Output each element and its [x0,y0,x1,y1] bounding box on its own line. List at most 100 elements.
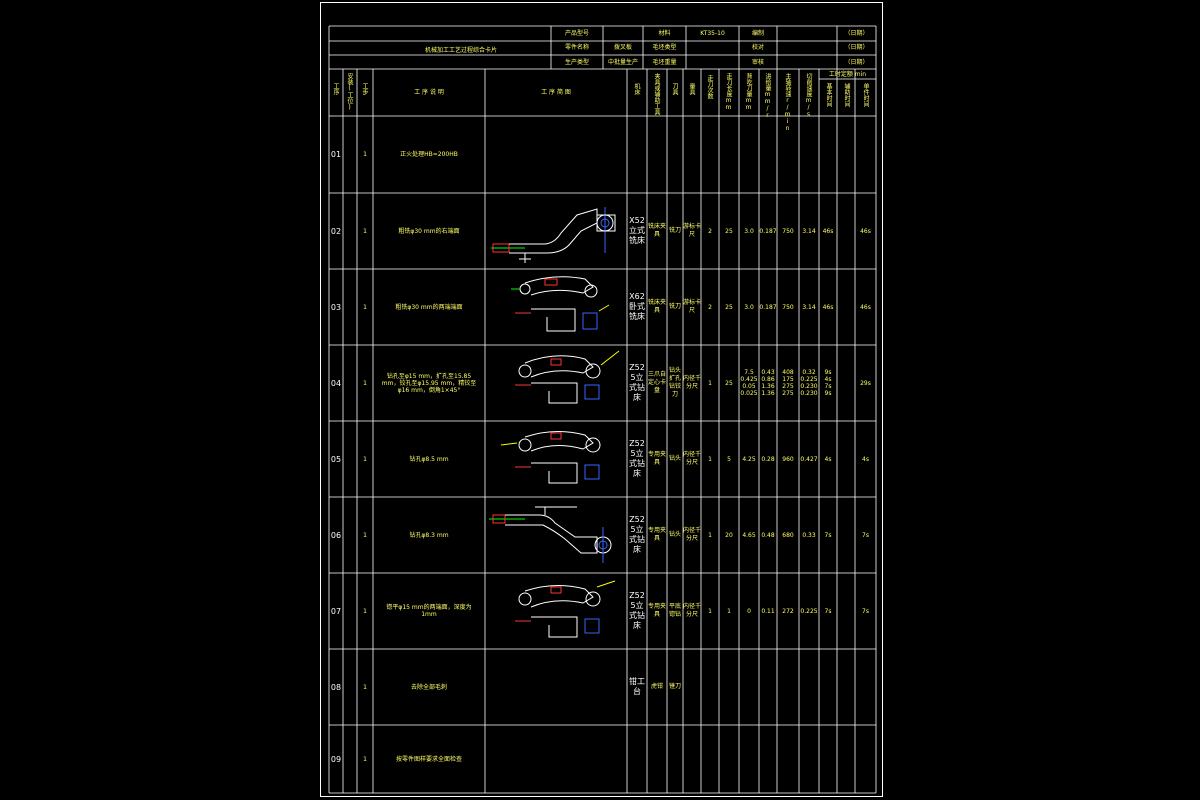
production-type-value: 中批量生产 [607,59,638,66]
audit-label: 审核 [751,59,764,66]
row-06-desc: 钻孔φ8.3 mm [409,531,449,539]
row-05-t2: 4s [862,455,869,463]
row-07-length: 1 [727,607,731,615]
row-06-feed: 0.48 [761,531,775,539]
row-04-speed: 408 175 275 275 [782,369,794,397]
row-07-passes: 1 [708,607,712,615]
row-05-t1: 4s [824,455,832,463]
sketch-06 [489,506,612,563]
row-02-speed: 750 [782,227,794,235]
col-feed: 进给量mm/r [764,73,771,119]
row-03-gauge: 游标卡尺 [683,299,702,314]
row-04-step: 1 [363,379,367,387]
row-02-t1: 46s [822,227,834,235]
row-09-no: 09 [330,754,342,764]
row-03-t2: 46s [860,303,871,311]
row-05-feed: 0.28 [761,455,775,463]
col-machine: 机床 [633,83,640,95]
row-03-length: 25 [725,303,733,311]
row-07-machine: Z525立式钻床 [629,591,645,630]
col-depth: 背吃刀量mm [745,73,752,111]
col-passes: 走刀次数 [706,75,713,99]
row-04-t1: 9s 4s 7s 9s [824,369,832,397]
row-06-passes: 1 [708,531,712,539]
row-02-machine: X52立式铣床 [629,216,645,245]
row-04-cut: 0.32 0.225 0.230 0.230 [800,369,818,397]
row-05-cut: 0.427 [800,455,818,463]
row-03-no: 03 [330,302,342,312]
row-08-fixture: 虎钳 [650,683,663,690]
row-06-no: 06 [330,530,342,540]
row-06-step: 1 [363,531,367,539]
col-step: 工步 [361,83,368,95]
row-02-desc: 粗铣φ30 mm的右端面 [398,227,460,235]
row-05-no: 05 [330,454,342,464]
row-05-speed: 960 [782,455,794,463]
row-07-cutter: 平底锪钻 [668,603,681,618]
row-07-step: 1 [363,607,367,615]
row-01-no: 01 [330,150,342,159]
row-07-cut: 0.225 [800,607,818,615]
row-06-speed: 680 [782,531,794,539]
date-label-2: （日期） [844,44,869,51]
row-01-step: 1 [363,151,367,158]
row-05-desc: 钻孔φ8.5 mm [409,455,449,463]
material-value: KT35-10 [700,30,725,37]
card-title: 机械加工工艺过程综合卡片 [424,47,497,54]
row-07-fixture: 专用夹具 [647,603,666,618]
row-05-gauge: 内径千分尺 [683,451,702,466]
blank-weight-label: 毛坯重量 [652,59,677,66]
row-02-length: 25 [725,227,733,235]
row-04-fixture: 三爪自定心卡盘 [647,371,666,394]
row-08-cutter: 锉刀 [668,683,681,690]
date-label-1: （日期） [844,30,869,37]
row-05-passes: 1 [708,455,712,463]
row-04-no: 04 [330,378,342,388]
row-03-cut: 3.14 [802,303,816,311]
process-card-sheet: 机械加工工艺过程综合卡片 产品型号 零件名称 拨叉板 生产类型 中批量生产 材料… [320,2,883,797]
row-07-t2: 7s [862,607,869,615]
row-06-cutter: 钻头 [668,531,681,538]
row-02-cutter: 铣刀 [668,227,681,234]
row-08-step: 1 [363,683,367,691]
row-02-feed: 0.187 [759,227,777,235]
col-gauge: 量具 [688,83,695,95]
sketch-04 [515,350,620,404]
row-06-machine: Z525立式钻床 [629,515,645,554]
row-08-machine: 钳工台 [629,677,645,696]
row-02-gauge: 游标卡尺 [683,223,702,238]
col-aux-time: 辅助时间 [843,83,850,107]
row-06-t2: 7s [862,531,869,539]
row-02-cut: 3.14 [802,227,816,235]
row-01-desc: 正火处理HB=200HB [400,151,458,158]
row-03-feed: 0.187 [759,303,777,311]
col-install: 安装(工位) [346,73,353,111]
row-06-length: 20 [725,531,733,539]
row-02-fixture: 铣床夹具 [647,223,666,238]
row-07-desc: 锪平φ15 mm的两端面，深度为1mm [386,604,472,618]
row-07-no: 07 [330,606,342,616]
row-08-desc: 去除全部毛刺 [410,683,447,691]
col-fixture: 夹具或辅助工具 [653,73,660,115]
row-03-fixture: 铣床夹具 [647,299,666,314]
col-sketch: 工 序 简 图 [541,89,571,96]
col-process-no: 工序 [332,83,339,95]
sketch-03 [511,276,610,332]
row-02-passes: 2 [708,227,712,235]
row-06-depth: 4.65 [742,531,756,539]
row-02-depth: 3.0 [744,227,754,235]
proofread-label: 校对 [751,44,764,51]
col-cut-speed: 切削速度m/s [805,73,812,118]
row-06-fixture: 专用夹具 [647,527,666,542]
row-02-t2: 46s [860,227,871,235]
row-05-fixture: 专用夹具 [647,451,666,466]
col-speed: 主轴转速r/min [784,73,791,132]
row-07-depth: 0 [747,607,751,615]
row-05-cutter: 钻头 [668,455,681,462]
col-time-group: 工时定额 min [828,71,867,78]
production-type-label: 生产类型 [564,59,589,66]
sketch-02 [491,207,616,263]
row-04-length: 25 [725,379,733,387]
row-08-no: 08 [330,682,342,692]
row-03-depth: 3.0 [744,303,754,311]
